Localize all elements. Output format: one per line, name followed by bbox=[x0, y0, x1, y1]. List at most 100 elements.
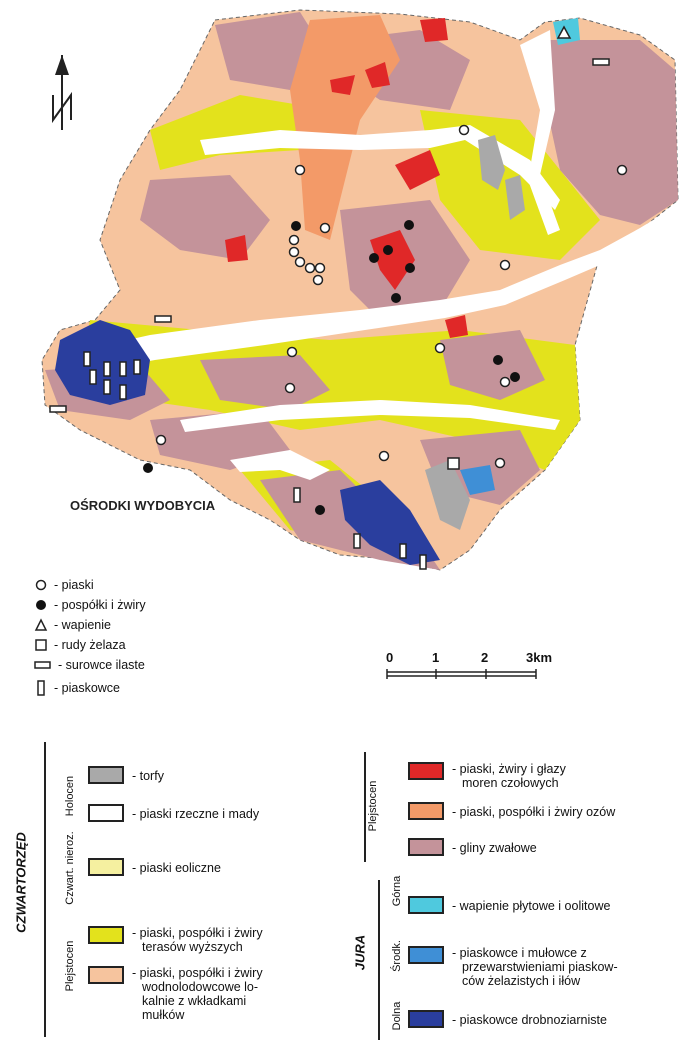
legend-label: - piaski, żwiry i głazy moren czołowych bbox=[452, 762, 566, 790]
square-icon bbox=[35, 639, 47, 651]
legend-label: - piaski rzeczne i mady bbox=[132, 807, 260, 821]
peat-3 bbox=[425, 460, 470, 530]
legend-label: - torfy bbox=[132, 769, 164, 783]
sand-deposit-marker bbox=[288, 246, 300, 258]
moraine-2 bbox=[330, 75, 355, 95]
limestone-marker bbox=[556, 25, 572, 39]
legend-label: - piaski, pospółki i żwiry terasów wyższ… bbox=[132, 926, 263, 954]
scale-line bbox=[386, 669, 537, 679]
sand-deposit-marker bbox=[458, 124, 470, 136]
jura-lower-west bbox=[55, 320, 150, 405]
gravel-deposit-marker bbox=[493, 355, 503, 365]
sandstone-marker bbox=[399, 543, 407, 559]
sand-deposit-marker bbox=[288, 234, 300, 246]
subgroup-pleistocene-right: Plejstocen bbox=[367, 780, 379, 832]
clay-mid-east bbox=[440, 330, 545, 400]
river-valley-sw bbox=[230, 450, 330, 480]
subgroup-undivided: Czwart. nieroz. bbox=[64, 831, 76, 905]
tall-rect-icon bbox=[37, 680, 45, 696]
clay-east bbox=[545, 40, 678, 225]
wide-rect-icon bbox=[34, 661, 51, 669]
legend-label: - piaskowce i mułowce z przewarstwieniam… bbox=[452, 946, 618, 988]
moraine-7 bbox=[420, 18, 448, 42]
gravel-deposit-marker bbox=[383, 245, 393, 255]
circle-open-icon bbox=[35, 579, 47, 591]
swatch-river-sands bbox=[88, 804, 124, 822]
sandstone-marker bbox=[83, 351, 91, 367]
legend-label: - piaskowce drobnoziarniste bbox=[452, 1013, 607, 1027]
legend-label: - piaski, pospółki i żwiry ozów bbox=[452, 805, 616, 819]
moraine-5 bbox=[225, 235, 248, 262]
clay-raw-marker bbox=[154, 315, 172, 323]
clay-raw-marker bbox=[592, 58, 610, 66]
clay-raw-marker bbox=[49, 405, 67, 413]
symbol-legend-item: - piaski bbox=[34, 578, 94, 592]
sand-deposit-marker bbox=[294, 164, 306, 176]
gravel-deposit-marker bbox=[291, 221, 301, 231]
swatch-till bbox=[408, 838, 444, 856]
subgroup-upper: Górna bbox=[391, 875, 403, 907]
subgroup-middle: Środk. bbox=[391, 940, 403, 972]
sand-deposit-marker bbox=[304, 262, 316, 274]
river-valley-east bbox=[520, 30, 560, 235]
sandstone-marker bbox=[103, 379, 111, 395]
scale-tick: 0 bbox=[386, 650, 394, 665]
legend-label: - piaski, pospółki i żwiry wodnolodowcow… bbox=[132, 966, 263, 1022]
sandstone-marker bbox=[103, 361, 111, 377]
jura-middle-se bbox=[460, 465, 495, 495]
swatch-fluvioglacial bbox=[88, 966, 124, 984]
swatch-eskers bbox=[408, 802, 444, 820]
gravel-deposit-marker bbox=[391, 293, 401, 303]
triangle-icon bbox=[34, 618, 48, 631]
sand-deposit-marker bbox=[155, 434, 167, 446]
sand-deposit-marker bbox=[434, 342, 446, 354]
swatch-terraces bbox=[88, 926, 124, 944]
scale-tick: 1 bbox=[432, 650, 440, 665]
swatch-lower-jurassic bbox=[408, 1010, 444, 1028]
geological-map bbox=[41, 9, 679, 571]
gravel-deposit-marker bbox=[143, 463, 153, 473]
sand-deposit-marker bbox=[314, 262, 326, 274]
mining-centers-title: OŚRODKI WYDOBYCIA bbox=[70, 498, 216, 513]
clay-mid bbox=[200, 355, 330, 410]
legend-label: - piaski eoliczne bbox=[132, 861, 221, 875]
symbol-legend-item: - wapienie bbox=[34, 618, 111, 632]
moraine-4 bbox=[370, 230, 415, 290]
sand-deposit-marker bbox=[319, 222, 331, 234]
circle-filled-icon bbox=[36, 600, 46, 610]
subgroup-pleistocene: Plejstocen bbox=[64, 940, 76, 992]
peat-1 bbox=[478, 135, 505, 190]
legend-label: - wapienie płytowe i oolitowe bbox=[452, 899, 611, 913]
sandstone-marker bbox=[293, 487, 301, 503]
legend-label: - gliny zwałowe bbox=[452, 841, 537, 855]
swatch-upper-jurassic bbox=[408, 896, 444, 914]
sandstone-marker bbox=[419, 554, 427, 570]
sand-deposit-marker bbox=[494, 457, 506, 469]
gravel-deposit-marker bbox=[510, 372, 520, 382]
symbol-legend-item: - surowce ilaste bbox=[34, 658, 145, 672]
gravel-deposit-marker bbox=[315, 505, 325, 515]
symbol-legend-item: - piaskowce bbox=[34, 680, 120, 696]
sandstone-marker bbox=[133, 359, 141, 375]
moraine-6 bbox=[445, 315, 468, 338]
sand-deposit-marker bbox=[312, 274, 324, 286]
sandstone-marker bbox=[119, 361, 127, 377]
sand-deposit-marker bbox=[499, 376, 511, 388]
symbol-legend-item: - pospółki i żwiry bbox=[34, 598, 146, 612]
river-valley-north bbox=[200, 125, 560, 210]
swatch-middle-jurassic bbox=[408, 946, 444, 964]
gravel-deposit-marker bbox=[404, 220, 414, 230]
river-valley-south bbox=[180, 400, 560, 432]
swatch-frontal-moraines bbox=[408, 762, 444, 780]
terrace-zone-north bbox=[150, 95, 330, 170]
other-symbols bbox=[49, 25, 610, 570]
scale-tick: 3km bbox=[526, 650, 553, 665]
moraine-3 bbox=[395, 150, 440, 190]
gravel-deposit-marker bbox=[369, 253, 379, 263]
river-valley-main bbox=[60, 205, 678, 375]
symbol-legend-item: - rudy żelaza bbox=[34, 638, 126, 652]
gravel-deposit-marker bbox=[405, 263, 415, 273]
jura-lower-south bbox=[340, 480, 440, 565]
sand-deposit-marker bbox=[286, 346, 298, 358]
north-arrow-icon bbox=[52, 55, 72, 130]
